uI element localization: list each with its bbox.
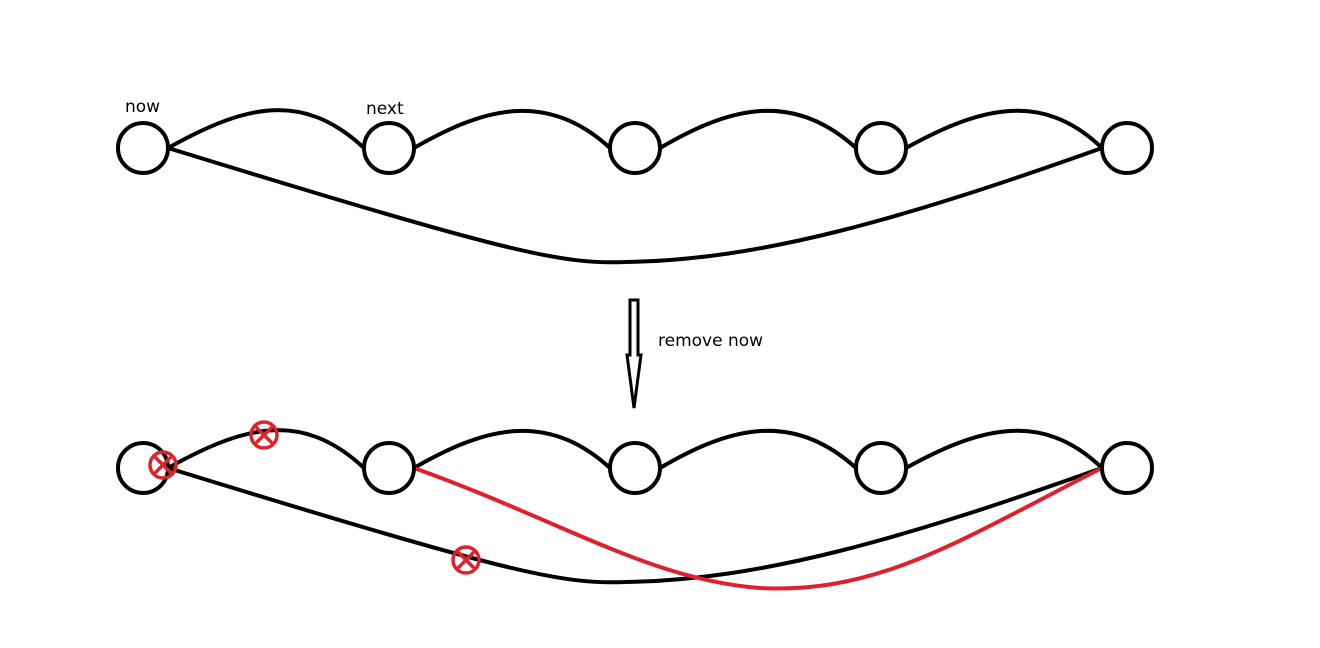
top-edge-2-3	[412, 108, 612, 150]
top-node-3	[608, 121, 662, 175]
bottom-edge-3-4	[658, 428, 858, 470]
bottom-node-3	[608, 441, 662, 495]
bottom-edge-2-3	[412, 428, 612, 470]
top-edge-4-5	[904, 108, 1104, 150]
transition-label: remove now	[658, 331, 763, 351]
top-node-4	[854, 121, 908, 175]
label-next: next	[366, 99, 404, 119]
bottom-node-next	[362, 441, 416, 495]
label-now: now	[125, 97, 160, 117]
top-node-5	[1100, 121, 1154, 175]
transition: remove now	[625, 298, 763, 409]
top-edge-now-next	[166, 108, 366, 150]
circled-x-icon	[451, 545, 481, 575]
top-edge-now-last	[166, 146, 1104, 265]
bottom-edge-now-last	[166, 466, 1104, 585]
top-node-now	[116, 121, 170, 175]
bottom-graph	[116, 420, 1154, 591]
bottom-new-edge-next-last	[412, 466, 1104, 591]
circled-x-icon	[148, 450, 178, 480]
top-graph: now next	[116, 97, 1154, 265]
bottom-node-4	[854, 441, 908, 495]
bottom-node-5	[1100, 441, 1154, 495]
bottom-edge-4-5	[904, 428, 1104, 470]
top-edge-3-4	[658, 108, 858, 150]
circled-x-icon	[249, 420, 279, 450]
top-node-next	[362, 121, 416, 175]
down-arrow-icon	[625, 298, 643, 409]
